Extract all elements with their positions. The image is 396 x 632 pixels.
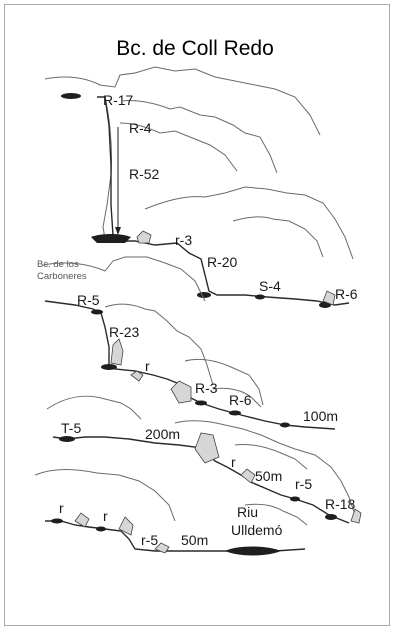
label-r3-upper: R-3 — [195, 380, 218, 396]
boulder-mark — [350, 508, 362, 524]
boulder-mark — [194, 432, 220, 464]
boulder-mark — [136, 230, 152, 244]
arrow-head — [115, 227, 121, 235]
pool-mark — [61, 93, 81, 99]
label-r18: R-18 — [325, 496, 356, 512]
label-r6-b: R-6 — [229, 392, 252, 408]
diagram-frame: Bc. de Coll Redo R-17 R-4 R-52 r- — [4, 4, 390, 626]
label-t5: T-5 — [61, 420, 81, 436]
label-50m-a: 50m — [255, 468, 282, 484]
section-4-floor — [45, 512, 306, 556]
label-r-a: r — [145, 358, 150, 374]
label-r52: R-52 — [129, 166, 160, 182]
pool-mark — [195, 400, 207, 406]
label-r4: R-4 — [129, 120, 152, 136]
pool-mark — [290, 496, 300, 502]
label-100m: 100m — [303, 408, 338, 424]
tributary-name-line2: Carboneres — [37, 271, 87, 282]
label-r6-a: R-6 — [335, 286, 358, 302]
boulder-mark — [110, 338, 124, 366]
label-r-b: r — [231, 454, 236, 470]
boulder-mark — [170, 380, 192, 404]
boulder-mark — [74, 512, 90, 528]
label-r-d: r — [103, 508, 108, 524]
pool-mark — [91, 309, 103, 315]
pool-mark — [280, 422, 290, 428]
pool-mark — [96, 526, 106, 532]
boulder-mark — [322, 290, 336, 306]
pool-mark — [325, 514, 337, 520]
section-3-floor — [52, 432, 362, 524]
canyon-topo-diagram: Bc. de Coll Redo R-17 R-4 R-52 r- — [34, 37, 362, 556]
label-r17: R-17 — [103, 92, 134, 108]
section-1-floor — [61, 93, 350, 308]
label-r23: R-23 — [109, 324, 140, 340]
boulder-mark — [130, 370, 144, 382]
boulder-mark — [118, 516, 134, 536]
pool-mark — [101, 364, 117, 370]
pool-mark — [229, 410, 241, 416]
label-200m: 200m — [145, 426, 180, 442]
river-name-line2: Ulldemó — [231, 522, 283, 538]
label-r5-lower-b: r-5 — [141, 532, 158, 548]
section-2-floor — [44, 300, 336, 430]
section-4-walls — [34, 469, 308, 526]
section-1-walls — [44, 66, 354, 260]
section-3-walls — [46, 395, 356, 516]
pool-mark — [255, 294, 265, 300]
label-r5-a: R-5 — [77, 292, 100, 308]
pool-mark — [197, 292, 211, 298]
boulder-mark — [154, 542, 170, 554]
section-2-walls — [42, 256, 264, 408]
river-name-line1: Riu — [237, 504, 258, 520]
pool-mark — [59, 436, 75, 442]
pool-mark — [319, 302, 331, 308]
tributary-name-line1: Bc. de los — [37, 259, 79, 270]
label-r20: R-20 — [207, 254, 238, 270]
label-s4: S-4 — [259, 278, 281, 294]
label-r-c: r — [59, 500, 64, 516]
pool-mark — [225, 546, 281, 556]
pool-mark — [91, 234, 131, 243]
label-r5-lower-a: r-5 — [295, 476, 312, 492]
diagram-title: Bc. de Coll Redo — [116, 37, 274, 60]
pool-mark — [51, 518, 63, 524]
label-r3-lower: r-3 — [175, 232, 192, 248]
label-50m-b: 50m — [181, 532, 208, 548]
boulder-mark — [240, 468, 256, 484]
